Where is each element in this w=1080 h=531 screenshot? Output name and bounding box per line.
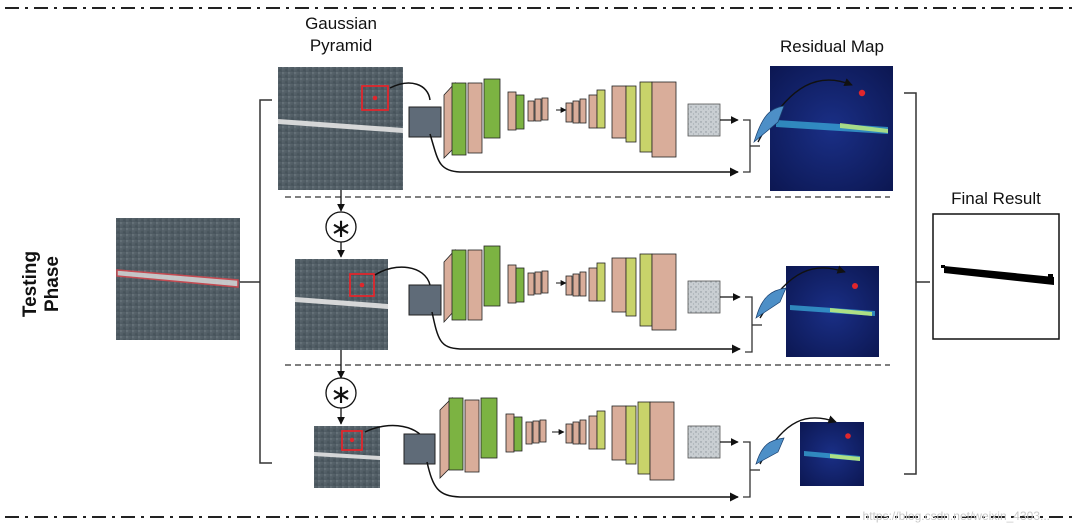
patch-box [361, 85, 389, 111]
output-patch-2 [687, 280, 721, 314]
final-result-image [932, 213, 1060, 340]
residual-map-2 [786, 266, 879, 357]
output-patch-3 [687, 425, 721, 459]
pyramid-level-2 [295, 259, 388, 350]
final-result-title: Final Result [951, 189, 1041, 208]
pyramid-level-3 [314, 426, 380, 488]
input-patch-1 [408, 106, 442, 138]
watermark: https://blog.csdn.net/weixin_4303... [862, 509, 1050, 523]
gaussian-pyramid-title-line2: Pyramid [310, 36, 372, 55]
gaussian-pyramid-title-line1: Gaussian [305, 14, 377, 33]
input-patch-3 [403, 433, 436, 465]
input-patch-2 [408, 284, 442, 316]
input-brace [259, 99, 272, 464]
patch-box [341, 430, 363, 451]
testing-phase-label: Testing Phase [20, 250, 63, 318]
input-image [116, 218, 240, 340]
cnn-row-3 [439, 397, 675, 481]
cnn-row-2 [443, 245, 677, 331]
patch-box [349, 273, 375, 297]
conv-symbol-1: ∗ [330, 213, 352, 243]
residual-map-title: Residual Map [780, 37, 884, 56]
pyramid-level-1 [278, 67, 403, 190]
conv-symbol-2: ∗ [330, 379, 352, 409]
output-patch-1 [687, 103, 721, 137]
residual-map-1 [770, 66, 893, 191]
residual-map-3 [800, 422, 864, 486]
merge-brace [904, 92, 917, 475]
cnn-row-1 [443, 78, 677, 159]
